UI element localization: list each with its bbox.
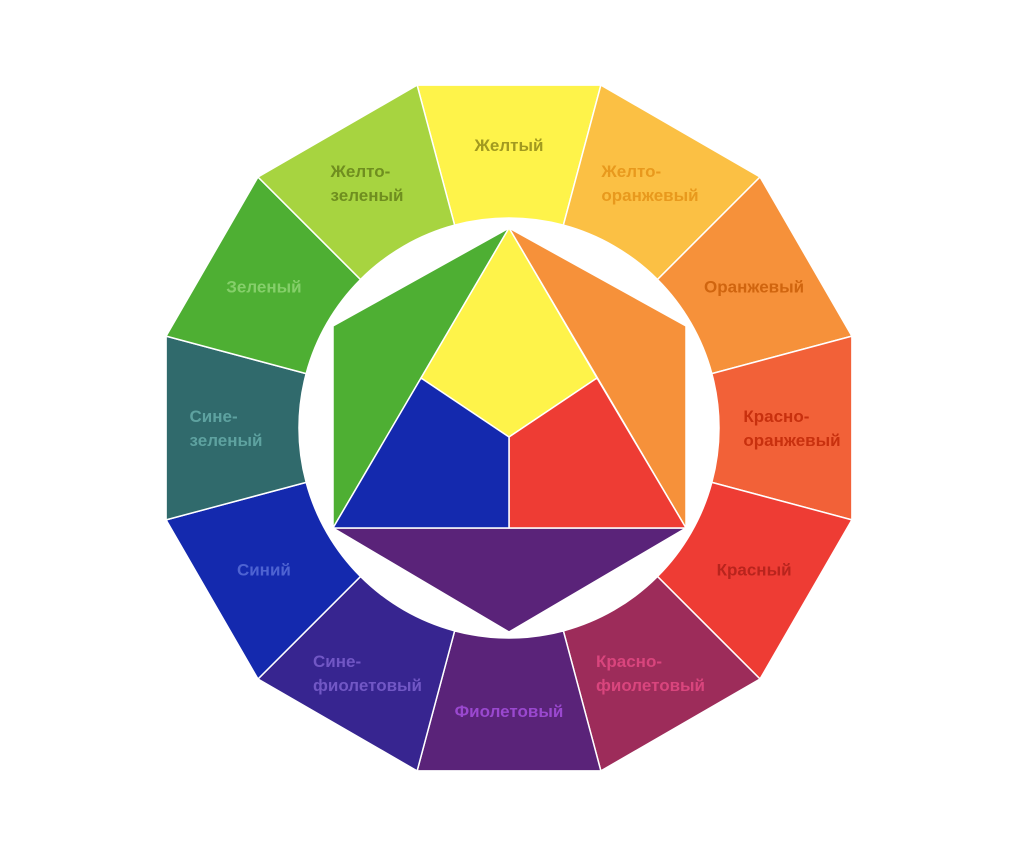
segment-label-0: Желтый — [474, 136, 544, 155]
segment-label-line: Красный — [717, 561, 792, 580]
segment-label-line: Желтый — [474, 136, 544, 155]
segment-label-4: Красный — [717, 561, 792, 580]
segment-label-8: Синий — [237, 561, 291, 580]
segment-label-line: зеленый — [190, 431, 263, 450]
segment-label-line: Желто- — [330, 162, 391, 181]
segment-label-10: Зеленый — [226, 278, 301, 297]
segment-label-line: Синий — [237, 561, 291, 580]
segment-label-line: Желто- — [600, 162, 661, 181]
segment-label-5: Красно-фиолетовый — [596, 652, 705, 695]
segment-label-line: фиолетовый — [313, 676, 422, 695]
segment-label-9: Сине-зеленый — [190, 407, 263, 450]
segment-label-line: зеленый — [331, 186, 404, 205]
segment-label-7: Сине-фиолетовый — [313, 652, 422, 695]
segment-label-line: оранжевый — [743, 431, 840, 450]
color-ring-labels: ЖелтыйЖелто-оранжевыйОранжевыйКрасно-ора… — [190, 136, 841, 721]
segment-label-line: Оранжевый — [704, 278, 804, 297]
segment-label-line: оранжевый — [601, 186, 698, 205]
color-ring — [165, 84, 853, 772]
center-hexagram — [332, 227, 687, 633]
segment-label-1: Желто-оранжевый — [600, 162, 698, 205]
segment-label-11: Желто-зеленый — [330, 162, 404, 205]
segment-label-6: Фиолетовый — [455, 702, 564, 721]
segment-label-line: Красно- — [596, 652, 662, 671]
segment-label-line: Красно- — [743, 407, 809, 426]
segment-label-3: Красно-оранжевый — [743, 407, 840, 450]
segment-label-line: Сине- — [313, 652, 361, 671]
segment-label-line: фиолетовый — [596, 676, 705, 695]
ring-segment-11 — [257, 84, 456, 281]
segment-label-line: Фиолетовый — [455, 702, 564, 721]
primary-blue-shape — [332, 377, 510, 529]
segment-label-line: Сине- — [190, 407, 238, 426]
segment-label-2: Оранжевый — [704, 278, 804, 297]
segment-label-line: Зеленый — [226, 278, 301, 297]
